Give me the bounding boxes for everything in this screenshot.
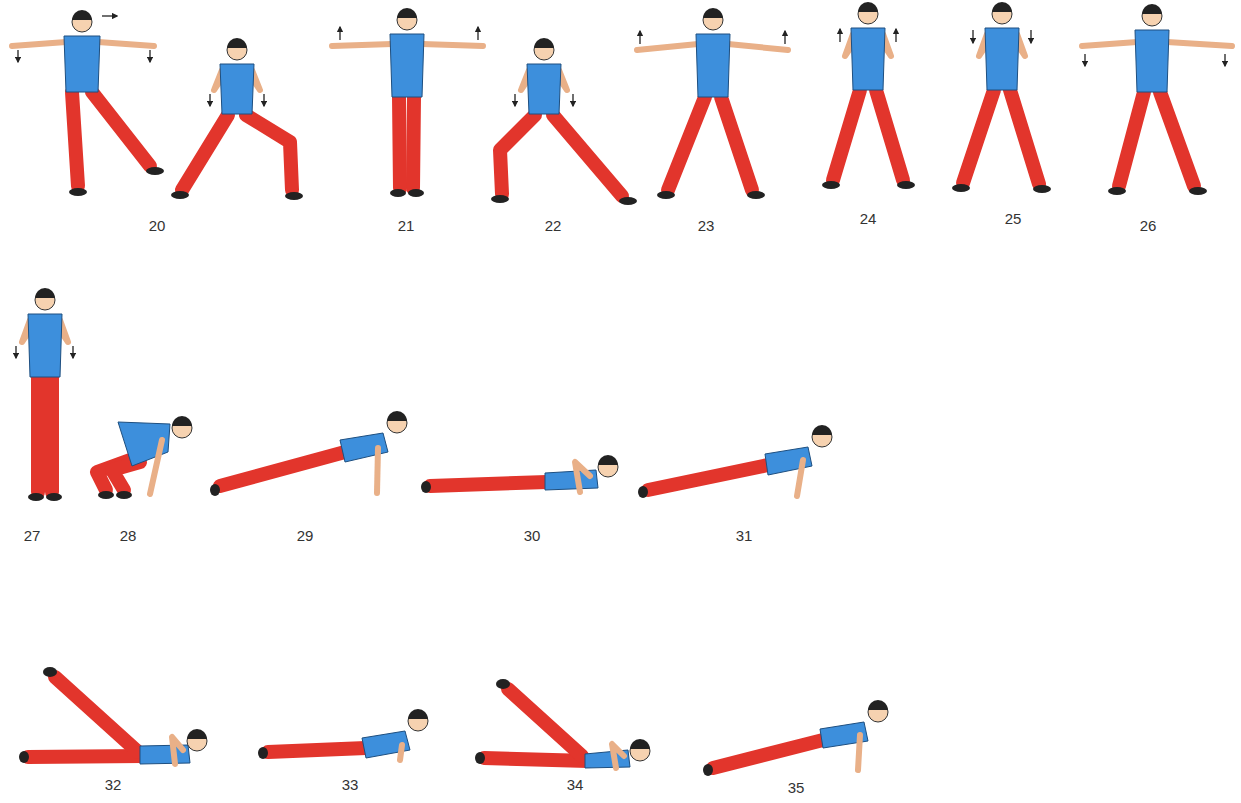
exercise-figure — [952, 2, 1051, 193]
exercise-figure — [171, 38, 303, 200]
figure-number: 27 — [24, 527, 41, 544]
figure-number: 35 — [788, 779, 805, 796]
exercise-figure — [12, 10, 164, 196]
exercise-figure — [637, 8, 788, 199]
figure-number: 25 — [1005, 210, 1022, 227]
figure-number: 34 — [567, 776, 584, 793]
figure-number: 30 — [524, 527, 541, 544]
exercise-figure — [16, 288, 73, 501]
exercise-figure — [822, 2, 915, 189]
figure-number: 32 — [105, 776, 122, 793]
exercise-figure — [258, 709, 428, 760]
exercise-figure — [703, 700, 888, 776]
figure-number: 29 — [297, 527, 314, 544]
exercise-figure — [19, 667, 207, 764]
figure-number: 24 — [860, 210, 877, 227]
figure-number: 33 — [342, 776, 359, 793]
figure-number: 31 — [736, 527, 753, 544]
exercise-figure — [1082, 4, 1232, 195]
exercise-figure — [97, 416, 192, 499]
figure-number: 26 — [1140, 217, 1157, 234]
figure-number: 20 — [149, 217, 166, 234]
exercise-figure — [332, 8, 483, 197]
exercise-figure — [638, 425, 832, 498]
figure-number: 23 — [698, 217, 715, 234]
exercise-figure — [475, 679, 650, 768]
exercise-figure — [491, 38, 637, 205]
exercise-figure — [210, 411, 407, 496]
exercise-figure — [421, 455, 618, 493]
figure-number: 21 — [398, 217, 415, 234]
figure-number: 28 — [120, 527, 137, 544]
figure-number: 22 — [545, 217, 562, 234]
